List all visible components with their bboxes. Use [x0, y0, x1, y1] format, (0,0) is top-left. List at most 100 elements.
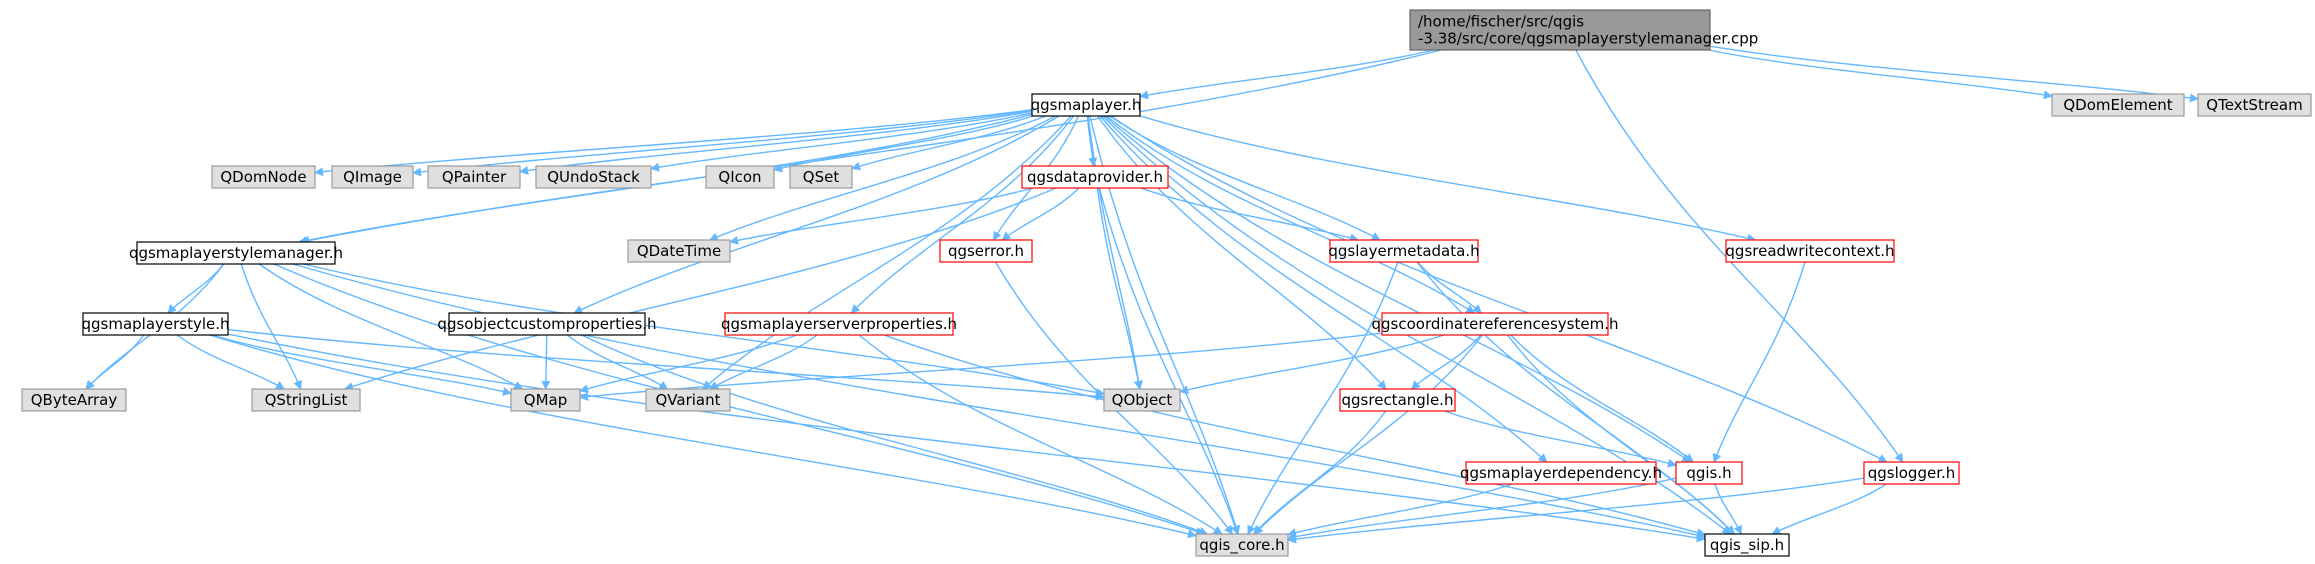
- node-QStringList: QStringList: [251, 388, 361, 412]
- edge-qgsmaplayer_h-to-QImage: [412, 109, 1033, 177]
- node-qgsrectangle-h[interactable]: qgsrectangle.h: [1339, 388, 1456, 412]
- edge-qgsmaplayerstyle_h-to-qgis_core_h: [209, 334, 1197, 539]
- edge-qgsmaplayer_h-to-QIcon: [773, 115, 1034, 173]
- node-qgsmaplayer-h[interactable]: qgsmaplayer.h: [1031, 93, 1142, 117]
- edge-qgsreadwritecontext_h-to-qgis_h: [1712, 261, 1806, 463]
- node-box: [1381, 312, 1609, 336]
- edge-qgsmaplayerstyle_h-to-QByteArray: [85, 334, 145, 390]
- edge-qgsmaplayer_h-to-qgsobjectcustomproperties_h: [573, 115, 1060, 314]
- node-label: qgsreadwritecontext.h: [1725, 242, 1894, 260]
- edge-qgsdataprovider_h-to-QStringList: [344, 187, 1057, 391]
- edge-qgsmaplayer_h-to-QDateTime: [708, 115, 1056, 242]
- edge-qgsrectangle_h-to-qgis_h: [1444, 410, 1677, 468]
- edge-qgsdataprovider_h-to-QObject: [1096, 187, 1143, 390]
- node-box: [1103, 388, 1181, 412]
- node-box: [2197, 93, 2312, 117]
- edge-qgsdataprovider_h-to-QDateTime: [729, 187, 1034, 245]
- node-qgis-sip-h[interactable]: qgis_sip.h: [1704, 533, 1790, 557]
- node-label: QStringList: [265, 391, 348, 409]
- node-label: qgscoordinatereferencesystem.h: [1372, 315, 1619, 333]
- edge-qgsmaplayerstylemanager_h-to-QObject: [303, 263, 1105, 397]
- node-label: /home/fischer/src/qgis: [1418, 13, 1584, 31]
- node-qgsdataprovider-h[interactable]: qgsdataprovider.h: [1021, 165, 1169, 189]
- node-QVariant: QVariant: [645, 388, 731, 412]
- edge-qgsobjectcustomproperties_h-to-QMap: [541, 334, 551, 390]
- edge-qgslayermetadata_h-to-qgis_core_h: [1247, 261, 1399, 535]
- node-label: QUndoStack: [547, 168, 640, 186]
- node-qgsmaplayerstyle-h[interactable]: qgsmaplayerstyle.h: [81, 312, 230, 336]
- edge-qgsdataprovider_h-to-qgserror_h: [1001, 187, 1080, 241]
- node-box: [82, 312, 229, 336]
- edge-qgsmaplayerstyle_h-to-QMap: [211, 334, 512, 396]
- node-qgsmaplayerdependency-h[interactable]: qgsmaplayerdependency.h: [1460, 461, 1662, 485]
- node-box: [21, 388, 127, 412]
- node-box: [1329, 239, 1479, 263]
- node-qgscoordinatereferencesystem-h[interactable]: qgscoordinatereferencesystem.h: [1372, 312, 1619, 336]
- node-root[interactable]: /home/fischer/src/qgis-3.38/src/core/qgs…: [1409, 9, 1758, 51]
- edge-qgsmaplayer_h-to-QObject: [1087, 115, 1144, 390]
- node-box: [1409, 9, 1711, 51]
- node-label: qgslogger.h: [1868, 464, 1956, 482]
- node-QDomNode: QDomNode: [211, 165, 316, 189]
- edge-qgsmaplayerstylemanager_h-to-qgis_sip_h: [292, 263, 1706, 540]
- node-box: [1863, 461, 1960, 485]
- node-qgsreadwritecontext-h[interactable]: qgsreadwritecontext.h: [1725, 239, 1895, 263]
- node-QIcon: QIcon: [705, 165, 775, 189]
- node-label: QObject: [1112, 391, 1173, 409]
- node-box: [1675, 461, 1743, 485]
- node-label: qgis_core.h: [1199, 536, 1284, 555]
- node-label: QTextStream: [2206, 96, 2302, 114]
- node-label: qgsrectangle.h: [1342, 391, 1454, 409]
- edge-qgsmaplayerstylemanager_h-to-QStringList: [240, 263, 302, 390]
- node-label: QMap: [524, 391, 567, 409]
- node-qgslogger-h[interactable]: qgslogger.h: [1863, 461, 1960, 485]
- node-qgsmaplayerstylemanager-h[interactable]: qgsmaplayerstylemanager.h: [129, 241, 343, 265]
- node-QObject: QObject: [1103, 388, 1181, 412]
- node-label: qgsmaplayerdependency.h: [1460, 464, 1662, 482]
- edge-qgscoordinatereferencesystem_h-to-qgis_h: [1510, 334, 1694, 463]
- node-label: qgserror.h: [948, 242, 1024, 260]
- edge-root-to-qgsmaplayer_h: [1139, 49, 1434, 100]
- node-box: [1195, 533, 1289, 557]
- edge-qgsmaplayer_h-to-QVariant: [702, 115, 1072, 390]
- node-qgserror-h[interactable]: qgserror.h: [939, 239, 1033, 263]
- node-qgsobjectcustomproperties-h[interactable]: qgsobjectcustomproperties.h: [437, 312, 657, 336]
- node-label: QIcon: [718, 168, 761, 186]
- node-label: QPainter: [442, 168, 507, 186]
- node-label: qgsobjectcustomproperties.h: [437, 315, 656, 333]
- edge-qgscoordinatereferencesystem_h-to-qgis_core_h: [1253, 334, 1483, 535]
- edge-root-to-QTextStream: [1709, 45, 2199, 103]
- edge-qgsmaplayer_h-to-qgsdataprovider_h: [1086, 115, 1098, 167]
- node-label: QDateTime: [637, 242, 721, 260]
- node-label: QSet: [803, 168, 840, 186]
- node-label: qgsmaplayerserverproperties.h: [721, 315, 957, 333]
- node-qgsmaplayerserverproperties-h[interactable]: qgsmaplayerserverproperties.h: [721, 312, 957, 336]
- edge-qgsmaplayer_h-to-qgscoordinatereferencesystem_h: [1106, 115, 1476, 314]
- edge-qgsmaplayerstyle_h-to-QStringList: [176, 334, 285, 390]
- node-QUndoStack: QUndoStack: [535, 165, 652, 189]
- edge-root-to-QDomElement: [1708, 49, 2053, 100]
- edge-qgsobjectcustomproperties_h-to-qgis_core_h: [581, 334, 1209, 536]
- edge-qgsmaplayerstyle_h-to-QObject: [227, 328, 1105, 401]
- node-label: qgis.h: [1686, 464, 1731, 482]
- edge-qgsrectangle_h-to-qgis_core_h: [1253, 410, 1387, 535]
- edge-qgsmaplayer_h-to-qgslogger_h: [1110, 115, 1888, 463]
- node-label: QVariant: [655, 391, 720, 409]
- node-qgis-h[interactable]: qgis.h: [1675, 461, 1743, 485]
- node-box: [724, 312, 954, 336]
- edge-qgslayermetadata_h-to-qgscoordinatereferencesystem_h: [1417, 261, 1482, 314]
- node-label: qgis_sip.h: [1710, 536, 1784, 555]
- edge-qgsmaplayer_h-to-qgsmaplayerstylemanager_h: [298, 113, 1033, 245]
- node-box: [136, 241, 336, 265]
- node-box: [1031, 93, 1141, 117]
- node-qgslayermetadata-h[interactable]: qgslayermetadata.h: [1328, 239, 1480, 263]
- edge-qgsmaplayer_h-to-QPainter: [519, 110, 1033, 175]
- node-box: [1704, 533, 1790, 557]
- edge-qgsmaplayerserverproperties_h-to-qgis_sip_h: [883, 334, 1706, 537]
- edge-root-to-qgslogger_h: [1575, 49, 1904, 463]
- edge-qgis_h-to-qgis_core_h: [1287, 477, 1677, 541]
- edge-qgsmaplayerstyle_h-to-qgis_sip_h: [227, 333, 1706, 543]
- node-box: [510, 388, 581, 412]
- node-label: -3.38/src/core/qgsmaplayerstylemanager.c…: [1418, 30, 1758, 48]
- node-QMap: QMap: [510, 388, 581, 412]
